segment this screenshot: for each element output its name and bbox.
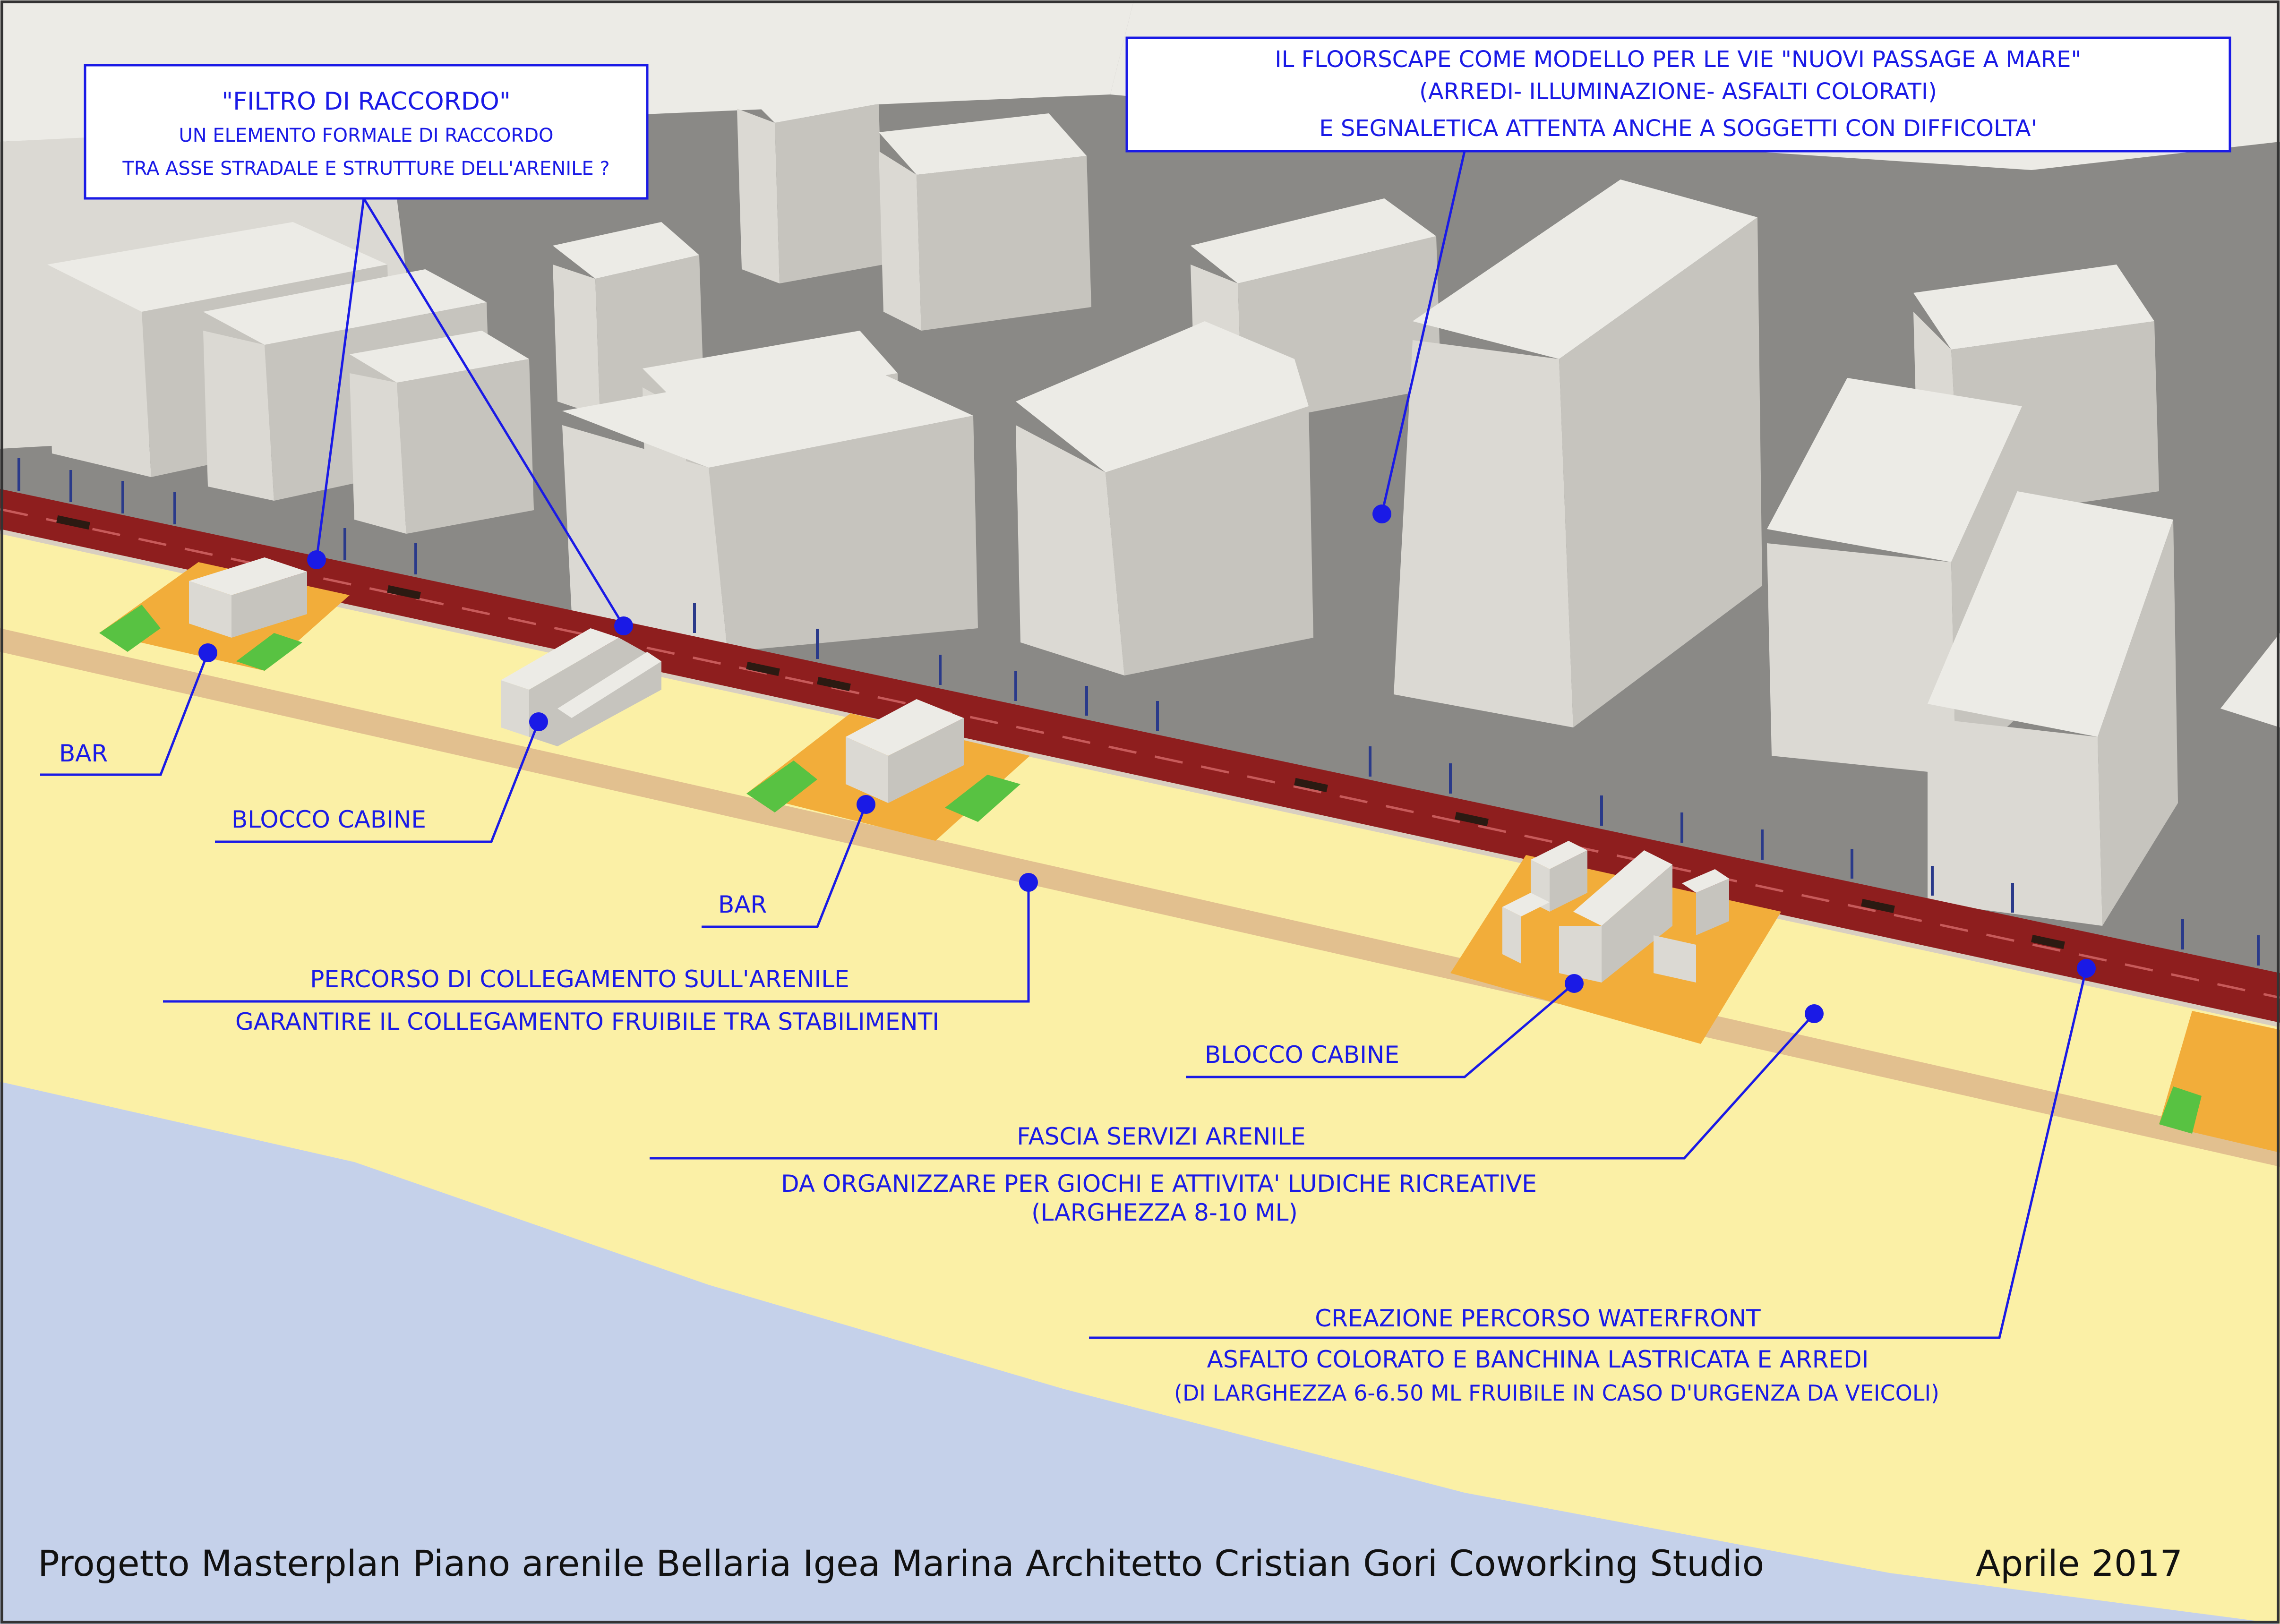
beach-connecting-path <box>0 628 2280 1167</box>
floorscape-line2: (ARREDI- ILLUMINAZIONE- ASFALTI COLORATI… <box>1419 78 1937 105</box>
waterfront-line1: CREAZIONE PERCORSO WATERFRONT <box>1315 1305 1761 1332</box>
percorso-leader <box>163 882 1030 1003</box>
percorso-line2: GARANTIRE IL COLLEGAMENTO FRUIBILE TRA S… <box>235 1008 939 1035</box>
footer-credits: Progetto Masterplan Piano arenile Bellar… <box>38 1542 1764 1584</box>
bar-2-leader <box>702 804 867 928</box>
filtro-leader-2 <box>362 197 625 627</box>
filtro-leader-1 <box>315 198 365 560</box>
bar-1-green-2 <box>236 633 302 671</box>
blocco-cabine-2-marker <box>1565 974 1584 993</box>
filtro-line1: "FILTRO DI RACCORDO" <box>222 87 510 116</box>
service-structures <box>99 557 2280 1153</box>
footer-date: Aprile 2017 <box>1976 1542 2183 1584</box>
bar-1-leader <box>40 652 209 776</box>
bar-2-label: BAR <box>718 891 767 918</box>
floorscape-leader <box>1380 151 1466 514</box>
waterfront-leader <box>1089 968 2088 1339</box>
waterfront-marker <box>2077 959 2096 978</box>
floorscape-annotation-box <box>1125 36 2231 153</box>
blocco-cabine-1-leader <box>215 721 540 843</box>
background-buildings <box>0 0 2280 590</box>
bar-1-label: BAR <box>59 740 108 767</box>
floorscape-marker <box>1372 504 1391 523</box>
bar-1-green <box>99 605 161 652</box>
lamp-posts <box>17 458 2260 966</box>
filtro-marker-2 <box>614 616 633 635</box>
bar-1-marker <box>198 643 217 662</box>
fascia-line2: DA ORGANIZZARE PER GIOCHI E ATTIVITA' LU… <box>781 1170 1537 1197</box>
percorso-marker <box>1019 873 1038 892</box>
filtro-marker-1 <box>307 550 326 569</box>
promenade-stripe <box>0 508 2280 999</box>
waterfront-line2: ASFALTO COLORATO E BANCHINA LASTRICATA E… <box>1207 1346 1869 1373</box>
fascia-line3: (LARGHEZZA 8-10 ML) <box>1031 1199 1298 1226</box>
bar-2-marker <box>857 795 875 814</box>
foreground-buildings <box>562 179 2280 926</box>
blocco-cabine-2-leader <box>1186 983 1575 1078</box>
filtro-line3: TRA ASSE STRADALE E STRUTTURE DELL'ARENI… <box>122 158 609 179</box>
sea <box>0 1082 2280 1624</box>
filtro-line2: UN ELEMENTO FORMALE DI RACCORDO <box>179 125 553 146</box>
fascia-line1: FASCIA SERVIZI ARENILE <box>1017 1123 1305 1150</box>
bar-2-green-2 <box>945 775 1020 822</box>
promenade-benches <box>56 515 2065 949</box>
waterfront-line3: (DI LARGHEZZA 6-6.50 ML FRUIBILE IN CASO… <box>1174 1380 1939 1406</box>
percorso-line1: PERCORSO DI COLLEGAMENTO SULL'ARENILE <box>310 966 849 993</box>
promenade-kerb <box>0 529 2280 1027</box>
bar-2-green <box>746 761 817 812</box>
blocco-cabine-1-label: BLOCCO CABINE <box>231 806 426 833</box>
floorscape-line3: E SEGNALETICA ATTENTA ANCHE A SOGGETTI C… <box>1319 115 2037 142</box>
floorscape-line1: IL FLOORSCAPE COME MODELLO PER LE VIE "N… <box>1275 46 2081 73</box>
fascia-leader <box>650 1013 1815 1160</box>
right-edge-green <box>2159 1086 2202 1134</box>
blocco-cabine-2-label: BLOCCO CABINE <box>1205 1041 1399 1068</box>
blocco-cabine-1-marker <box>529 712 548 731</box>
filtro-annotation-box <box>84 64 649 200</box>
fascia-marker <box>1805 1004 1824 1023</box>
